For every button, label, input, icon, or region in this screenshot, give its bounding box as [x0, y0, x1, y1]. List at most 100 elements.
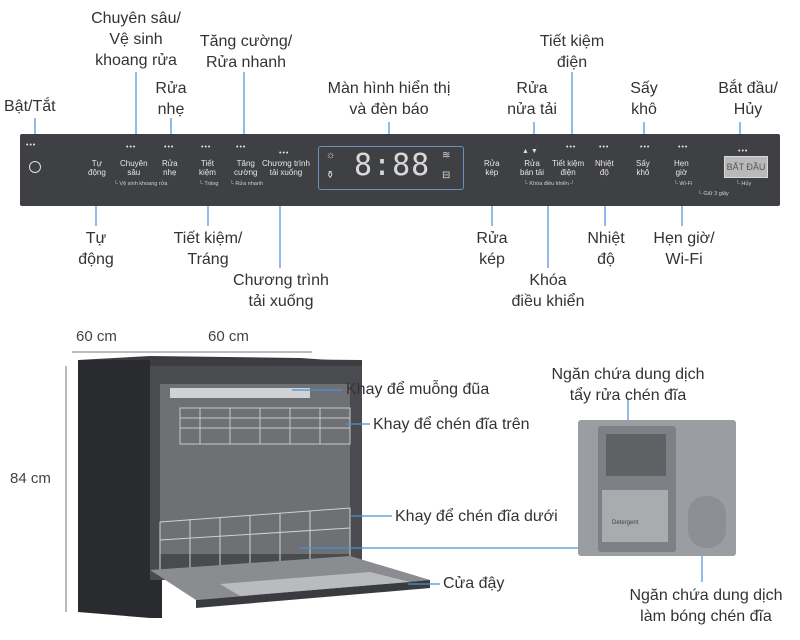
callout-half-2: nửa tải — [507, 101, 557, 118]
dishwasher-illustration — [78, 356, 430, 618]
callout-intensive-3: khoang rửa — [95, 52, 177, 69]
callout-start-2: Hủy — [733, 101, 763, 118]
callout-energy: Tiết kiệm điện — [530, 31, 614, 73]
download-label-2: tải xuống — [269, 168, 303, 177]
energy-label-1: Tiết kiệm — [552, 159, 585, 168]
display-area — [318, 146, 464, 190]
hold-sublabel: └ Giữ 3 giây — [698, 191, 729, 197]
callout-power: Bật/Tắt — [4, 98, 56, 115]
boost-label-2: cường — [234, 168, 258, 177]
intensive-label-1: Chuyên — [120, 159, 148, 168]
callout-auto-2: động — [78, 251, 114, 268]
callout-light-1: Rửa — [155, 80, 187, 97]
dimension-height: 84 cm — [10, 470, 51, 487]
half-label-1: Rửa — [524, 159, 540, 168]
indicator-dots: ••• — [640, 144, 651, 151]
callout-temp-1: Nhiệt — [587, 230, 625, 247]
temp-label-2: độ — [599, 168, 609, 177]
detergent-lid — [602, 490, 668, 542]
intensive-sublabel: └ Vệ sinh khoang rửa — [114, 181, 168, 187]
callout-auto-1: Tự — [85, 230, 107, 247]
callout-light: Rửa nhẹ — [146, 78, 196, 120]
dimension-lines — [65, 351, 312, 612]
sun-icon: ☼ — [326, 150, 336, 161]
indicator-dots: ••• — [566, 144, 577, 151]
callout-display-1: Màn hình hiển thị — [327, 80, 451, 97]
double-label-2: kép — [485, 168, 499, 177]
callout-lock-1: Khóa — [529, 272, 567, 289]
callout-dry-1: Sấy — [630, 80, 658, 97]
callout-intensive-1: Chuyên sâu/ — [91, 10, 181, 27]
callout-display-2: và đèn báo — [349, 101, 429, 118]
lock-sublabel: └ Khóa điều khiển ┘ — [524, 181, 575, 187]
callout-download: Chương trình tải xuống — [226, 270, 336, 312]
label-rinse-2: làm bóng chén đĩa — [640, 608, 772, 625]
indicator-dots: ••• — [599, 144, 610, 151]
cancel-sublabel: └ Hủy — [736, 181, 752, 187]
callout-dry-2: khô — [631, 101, 657, 118]
boost-sublabel: └ Rửa nhanh — [230, 181, 263, 187]
callout-eco-1: Tiết kiệm/ — [173, 230, 243, 247]
callout-temp-2: độ — [597, 251, 615, 268]
triangle-icons: ▲ ▼ — [522, 148, 538, 155]
power-button[interactable] — [29, 161, 41, 173]
label-rinse-1: Ngăn chứa dung dịch — [629, 587, 783, 604]
label-rinse-aid: Ngăn chứa dung dịch làm bóng chén đĩa — [618, 585, 794, 627]
callout-double-2: kép — [479, 251, 505, 268]
callout-timer-1: Hẹn giờ/ — [653, 230, 715, 247]
dry-label-1: Sấy — [636, 159, 650, 168]
callout-eco-2: Tráng — [187, 251, 229, 268]
detergent-compartment-photo: Detergent — [578, 420, 736, 556]
callout-timer-2: Wi-Fi — [665, 251, 703, 268]
callout-lock-2: điều khiển — [511, 293, 585, 310]
wifi-sublabel: └ Wi-Fi — [674, 181, 693, 187]
double-label-1: Rửa — [484, 159, 500, 168]
light-label-1: Rửa — [162, 159, 178, 168]
callout-eco: Tiết kiệm/ Tráng — [160, 228, 256, 270]
callout-light-2: nhẹ — [157, 101, 185, 118]
dimension-width: 60 cm — [208, 328, 249, 345]
callout-intensive: Chuyên sâu/ Vệ sinh khoang rửa — [86, 8, 186, 71]
digit-display: 8:88 — [354, 148, 431, 183]
label-upper-rack: Khay để chén đĩa trên — [373, 416, 530, 433]
callout-double: Rửa kép — [470, 228, 514, 270]
callout-download-2: tải xuống — [248, 293, 314, 310]
callout-display: Màn hình hiển thị và đèn báo — [318, 78, 460, 120]
boost-label-1: Tăng — [236, 159, 255, 168]
salt-icon: ⚱ — [326, 170, 335, 181]
callout-intensive-2: Vệ sinh — [109, 31, 163, 48]
label-lower-rack: Khay để chén đĩa dưới — [395, 508, 558, 525]
eco-label-2: kiệm — [199, 168, 216, 177]
rinse-icon: ⊟ — [442, 170, 451, 181]
callout-boost: Tăng cường/ Rửa nhanh — [194, 31, 298, 73]
wifi-icon: ≋ — [442, 150, 451, 161]
detergent-cup — [606, 434, 666, 476]
callout-download-1: Chương trình — [233, 272, 329, 289]
callout-double-1: Rửa — [476, 230, 508, 247]
indicator-dots: ••• — [126, 144, 137, 151]
callout-energy-2: điện — [556, 54, 588, 71]
indicator-dots: ••• — [678, 144, 689, 151]
start-button[interactable]: BẮT ĐẦU — [724, 156, 768, 178]
photo-brand-text: Detergent — [612, 520, 639, 526]
callout-start-1: Bắt đầu/ — [718, 80, 778, 97]
callout-energy-1: Tiết kiệm — [539, 33, 605, 50]
indicator-dots: ••• — [26, 142, 37, 149]
label-detergent-2: tẩy rửa chén đĩa — [569, 387, 687, 404]
indicator-dots: ••• — [279, 150, 290, 157]
eco-label-1: Tiết — [200, 159, 214, 168]
intensive-label-2: sâu — [127, 168, 141, 177]
